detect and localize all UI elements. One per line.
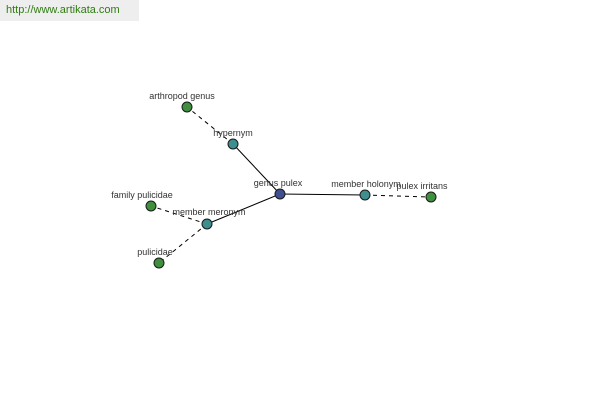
label-pulicidae[interactable]: pulicidae xyxy=(137,247,173,257)
source-url[interactable]: http://www.artikata.com xyxy=(0,0,139,21)
edge-genus-pulex-to-member-meronym xyxy=(206,193,281,225)
node-member-meronym[interactable] xyxy=(201,218,213,230)
graph-edges xyxy=(150,106,432,264)
node-family-pulicidae[interactable] xyxy=(145,200,157,212)
label-hypernym[interactable]: hypernym xyxy=(213,128,253,138)
label-arthropod-genus[interactable]: arthropod genus xyxy=(149,91,215,101)
node-arthropod-genus[interactable] xyxy=(181,101,193,113)
label-member-holonym[interactable]: member holonym xyxy=(331,179,401,189)
node-pulicidae[interactable] xyxy=(153,257,165,269)
label-pulex-irritans[interactable]: pulex irritans xyxy=(396,181,448,191)
node-genus-pulex[interactable] xyxy=(274,188,286,200)
label-genus-pulex[interactable]: genus pulex xyxy=(254,178,303,188)
label-family-pulicidae[interactable]: family pulicidae xyxy=(111,190,173,200)
edge-hypernym-to-arthropod-genus xyxy=(186,106,234,145)
edge-member-meronym-to-pulicidae xyxy=(158,223,208,264)
edge-member-meronym-to-family-pulicidae xyxy=(150,205,208,225)
edge-member-holonym-to-pulex-irritans xyxy=(364,194,432,198)
edge-genus-pulex-to-member-holonym xyxy=(279,193,366,196)
label-member-meronym[interactable]: member meronym xyxy=(172,207,245,217)
graph-nodes: genus pulex hypernym member meronym member … xyxy=(111,91,448,269)
node-member-holonym[interactable] xyxy=(359,189,371,201)
edge-genus-pulex-to-hypernym xyxy=(232,143,281,195)
node-hypernym[interactable] xyxy=(227,138,239,150)
node-pulex-irritans[interactable] xyxy=(425,191,437,203)
